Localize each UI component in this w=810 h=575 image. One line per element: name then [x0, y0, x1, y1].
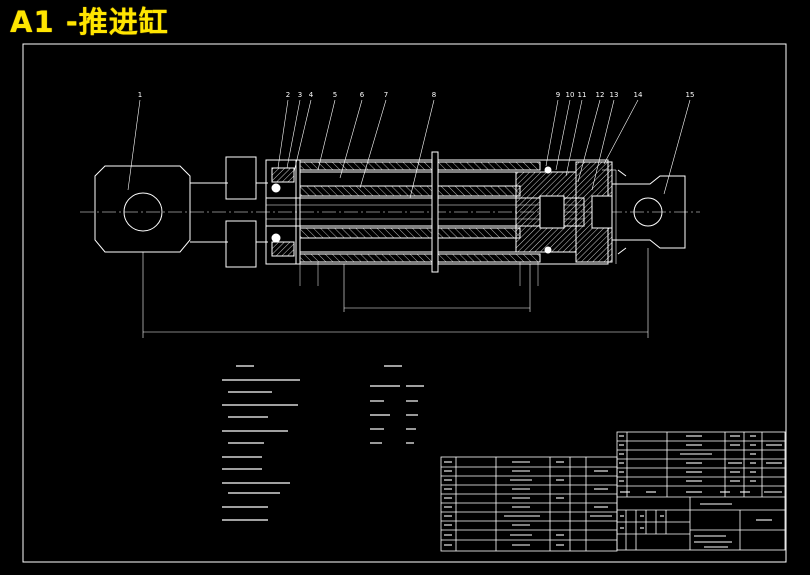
parts-list-right-text — [619, 435, 782, 548]
technical-notes — [222, 365, 424, 521]
lower-lock-nut — [225, 220, 257, 268]
balloon-1: 1 — [138, 91, 142, 99]
drawing-title: A1 -推进缸 — [10, 5, 169, 39]
balloon-9: 9 — [556, 91, 560, 99]
balloon-3: 3 — [298, 91, 302, 99]
balloon-5: 5 — [333, 91, 337, 99]
left-clevis — [94, 165, 191, 253]
rear-lug-hole — [633, 197, 663, 227]
balloon-8: 8 — [432, 91, 436, 99]
balloon-14: 14 — [634, 91, 643, 99]
leader-lines — [127, 99, 691, 199]
parts-list-left-text — [444, 461, 612, 546]
balloon-7: 7 — [384, 91, 388, 99]
assembly-view — [80, 99, 700, 338]
break-mark — [431, 151, 439, 273]
balloon-15: 15 — [686, 91, 695, 99]
balloon-6: 6 — [360, 91, 365, 99]
rear-lug — [611, 175, 686, 249]
parts-list-left — [440, 456, 618, 552]
balloon-numbers: 1 2 3 4 5 6 7 8 9 10 11 12 13 14 15 — [138, 91, 695, 99]
left-clevis-hole — [123, 192, 163, 232]
balloon-10: 10 — [566, 91, 575, 99]
parts-list-right — [616, 431, 786, 551]
balloon-11: 11 — [578, 91, 587, 99]
balloon-2: 2 — [286, 91, 290, 99]
balloon-12: 12 — [596, 91, 605, 99]
balloon-4: 4 — [309, 91, 314, 99]
upper-lock-nut — [225, 156, 257, 200]
balloon-13: 13 — [610, 91, 619, 99]
sheet-border — [22, 43, 787, 563]
